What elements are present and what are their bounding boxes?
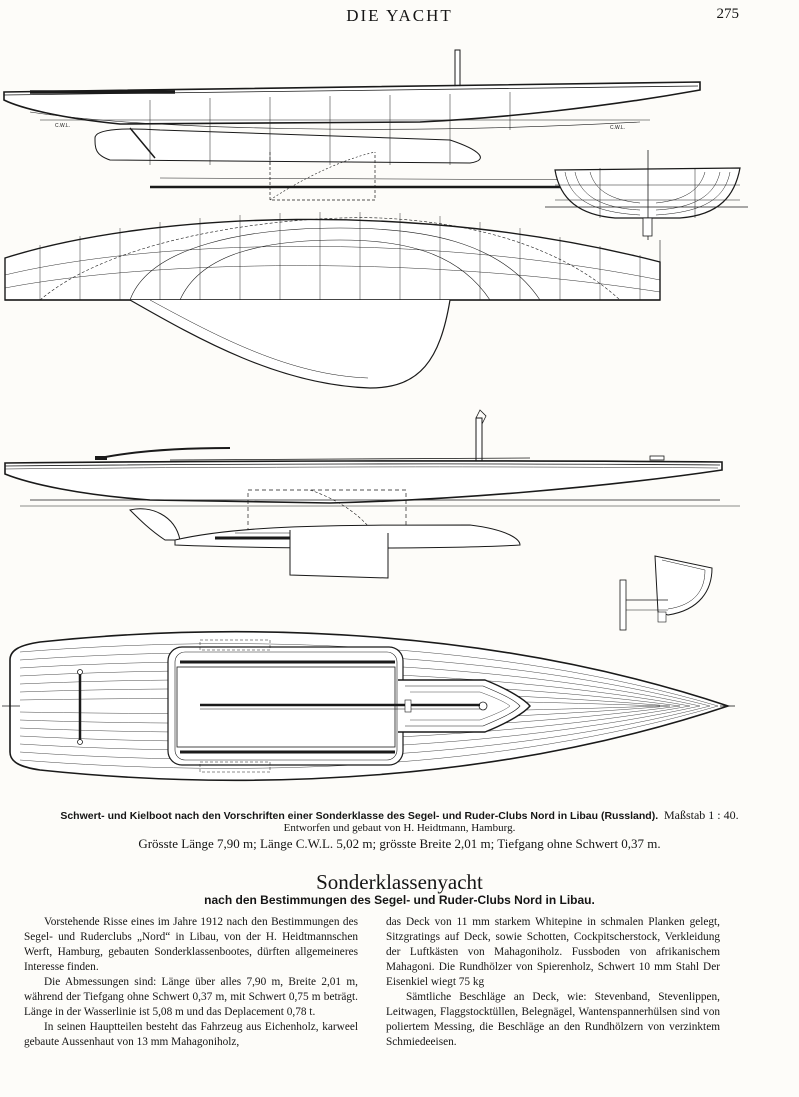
caption-scale: Maßstab 1 : 40. — [663, 808, 739, 822]
page-number: 275 — [716, 6, 740, 22]
article-column-right: das Deck von 11 mm starkem Whitepine in … — [386, 915, 720, 1050]
paragraph: Sämtliche Beschläge an Deck, wie: Steven… — [386, 991, 720, 1048]
profile-plan-2 — [4, 409, 740, 579]
paragraph: das Deck von 11 mm starkem Whitepine in … — [386, 916, 720, 988]
cwl-label-2: C.W.L. — [610, 125, 625, 131]
paragraph: Die Abmessungen sind: Länge über alles 7… — [24, 976, 358, 1018]
figure-caption-line1: Schwert- und Kielboot nach den Vorschrif… — [0, 808, 799, 823]
profile-plan-1: C.W.L. C.W.L. — [3, 49, 701, 201]
running-header: DIE YACHT — [346, 6, 453, 25]
deck-plan — [2, 630, 735, 782]
paragraph: Vorstehende Risse eines im Jahre 1912 na… — [24, 916, 358, 973]
yacht-plans-drawing: C.W.L. C.W.L. — [2, 49, 748, 782]
half-breadth-plan — [4, 212, 661, 389]
body-plan — [545, 150, 748, 240]
caption-main: Schwert- und Kielboot nach den Vorschrif… — [60, 810, 659, 822]
cwl-label-1: C.W.L. — [55, 123, 70, 129]
article-column-left: Vorstehende Risse eines im Jahre 1912 na… — [24, 915, 358, 1050]
figure-caption-line2: Entworfen und gebaut von H. Heidtmann, H… — [283, 822, 516, 834]
paragraph: In seinen Hauptteilen besteht das Fahrze… — [24, 1021, 358, 1048]
article-subtitle: nach den Bestimmungen des Segel- und Rud… — [204, 893, 595, 907]
article-title: Sonderklassenyacht — [316, 870, 483, 894]
transom-detail — [619, 555, 713, 631]
figure-caption-line3: Grösste Länge 7,90 m; Länge C.W.L. 5,02 … — [138, 836, 661, 851]
